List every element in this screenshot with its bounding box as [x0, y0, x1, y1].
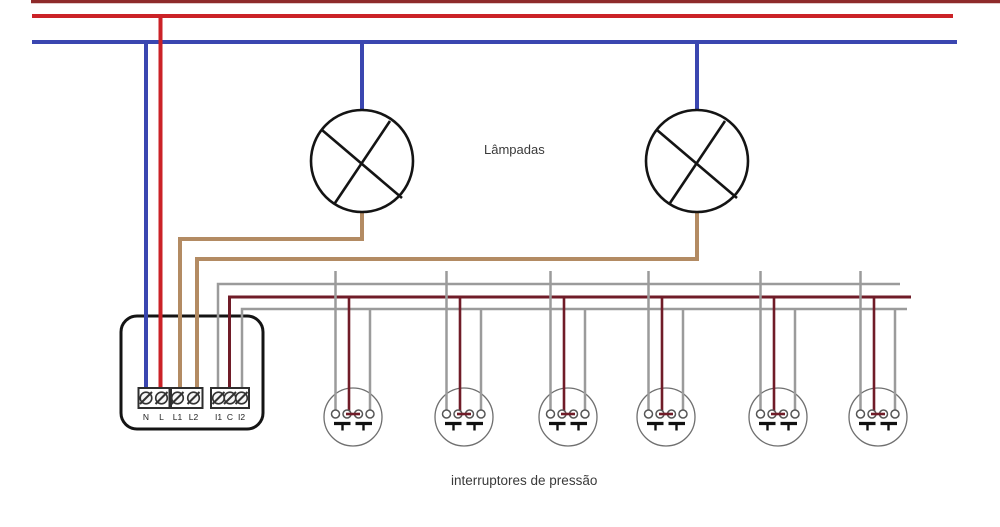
switch-terminal	[580, 409, 590, 419]
wires-layer	[31, 0, 1000, 391]
switch-circle	[538, 387, 598, 447]
switch-terminal	[643, 409, 654, 419]
lamp1-return-wire	[178, 211, 364, 391]
switch-circle	[434, 387, 494, 447]
pushbutton-switches-layer	[323, 271, 908, 447]
terminal-label: C	[227, 412, 233, 422]
terminal-label: L	[159, 412, 164, 422]
switch-terminal	[545, 409, 556, 419]
lamp-symbol-1	[309, 108, 415, 214]
switch-circle	[848, 387, 908, 447]
switch-terminal	[441, 409, 452, 419]
screw-slot	[170, 391, 185, 405]
lamp2-return-wire	[195, 211, 699, 391]
pushbutton-switch-5	[748, 271, 808, 447]
pushbutton-switch-6	[848, 271, 908, 447]
screw-slot	[234, 391, 249, 405]
screw-slot	[139, 391, 153, 405]
switch-terminal	[678, 409, 688, 419]
terminal-label: I1	[215, 412, 222, 422]
switch-terminal	[755, 409, 766, 419]
lamp-cross-line	[333, 120, 392, 204]
pushbutton-switch-2	[434, 271, 494, 447]
switch-terminal	[365, 409, 375, 419]
screw-slot	[211, 391, 226, 405]
pushbutton-switch-4	[636, 271, 696, 447]
switch-terminal	[890, 409, 900, 419]
control-box	[119, 314, 265, 431]
switch-circle	[748, 387, 808, 447]
switch-terminal	[790, 409, 800, 419]
bus-i1-wire	[216, 282, 900, 391]
lamps-layer	[309, 108, 750, 214]
bus-c-wire	[228, 295, 911, 391]
terminal-label: L1	[173, 412, 183, 422]
terminal-label: L2	[189, 412, 199, 422]
control-box-layer	[119, 314, 265, 431]
switch-circle	[323, 387, 383, 447]
switch-terminal	[476, 409, 486, 419]
screw-slot	[154, 391, 169, 405]
screw-slot	[186, 391, 201, 405]
pushbutton-switch-3	[538, 271, 598, 447]
bus-i2-wire	[240, 307, 907, 391]
pushbutton-switch-1	[323, 271, 383, 447]
switch-circle	[636, 387, 696, 447]
screw-slot	[223, 391, 237, 405]
pushbuttons-label: interruptores de pressão	[451, 473, 598, 488]
switch-terminal	[855, 409, 866, 419]
lamp-symbol-2	[644, 108, 750, 214]
lamp-cross-line	[668, 120, 727, 204]
terminal-label: I2	[238, 412, 245, 422]
switch-terminal	[330, 409, 341, 419]
lamps-label: Lâmpadas	[484, 142, 545, 157]
terminal-label: N	[143, 412, 149, 422]
